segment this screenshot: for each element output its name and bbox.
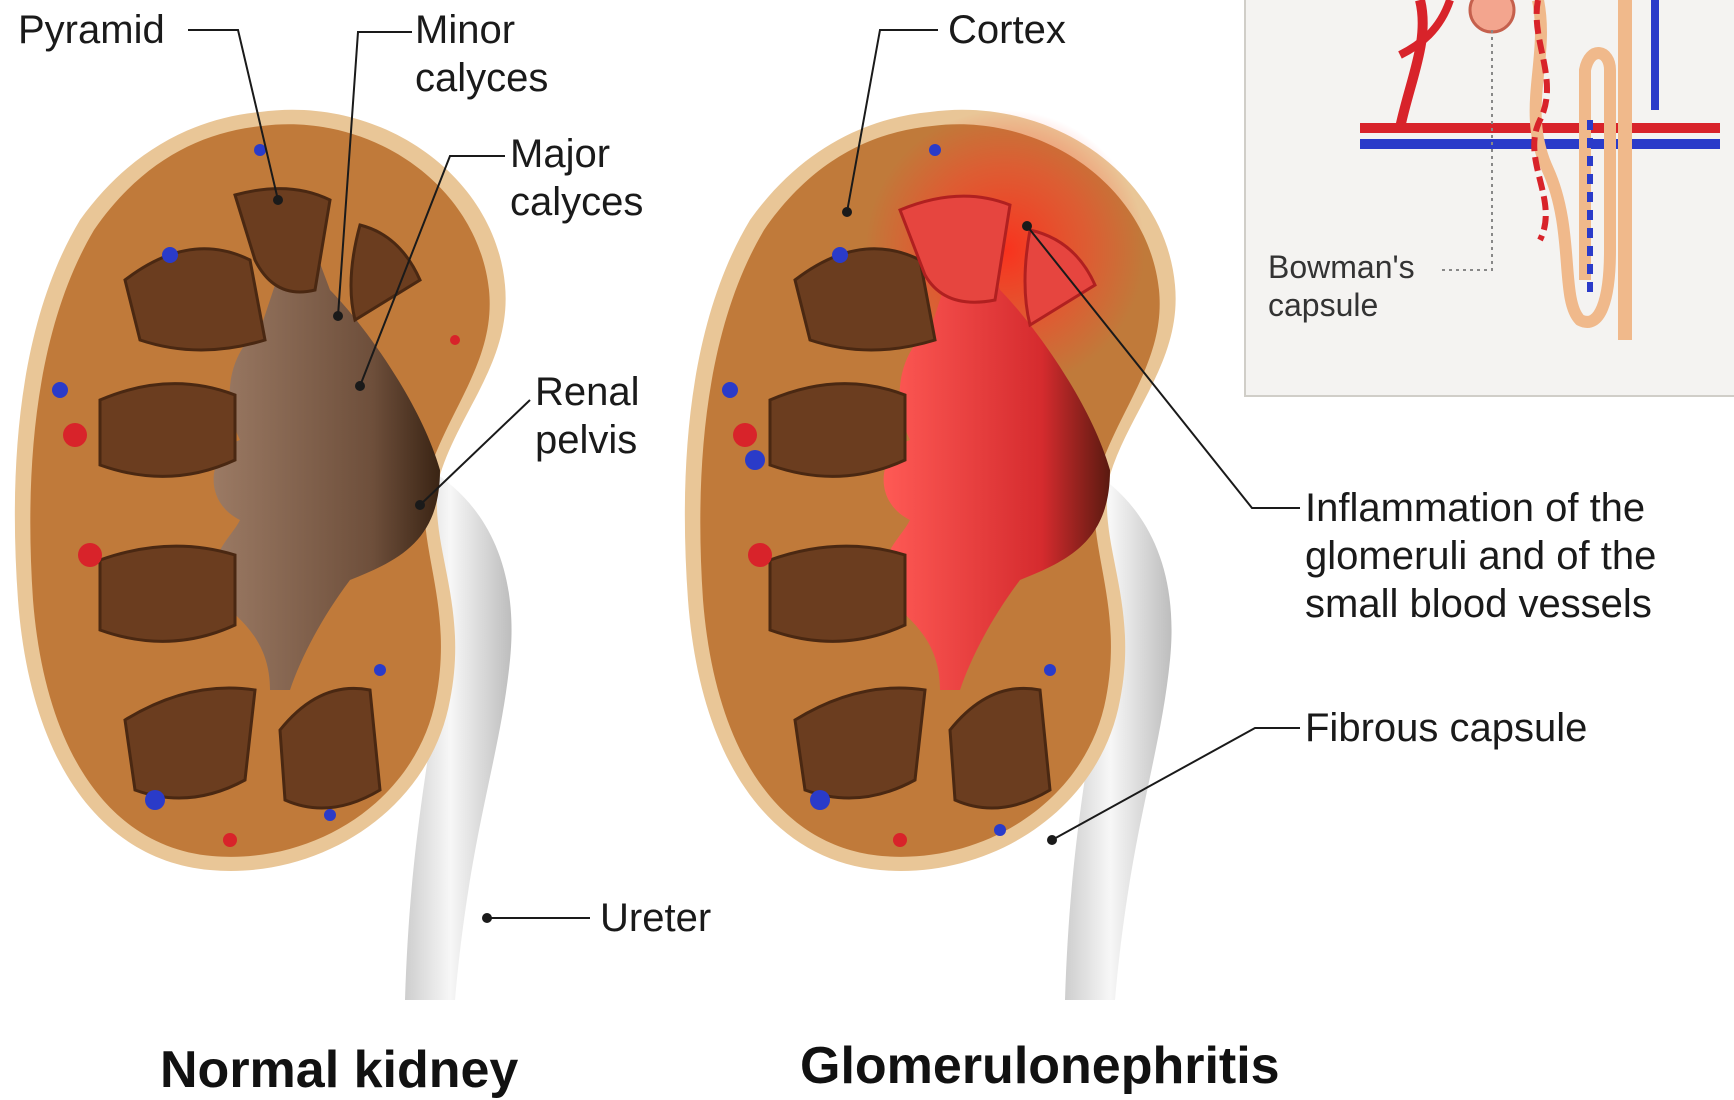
title-glomerulonephritis: Glomerulonephritis: [800, 1036, 1280, 1096]
label-fibrous-capsule: Fibrous capsule: [1305, 704, 1587, 752]
label-minor-calyces-line2: calyces: [415, 54, 548, 102]
label-renal-pelvis-line1: Renal: [535, 368, 640, 416]
label-bowmans-capsule-line2: capsule: [1268, 286, 1378, 324]
label-pyramid: Pyramid: [18, 6, 165, 54]
label-bowmans-capsule-line1: Bowman's: [1268, 248, 1415, 286]
label-minor-calyces-line1: Minor: [415, 6, 515, 54]
label-inflammation-line2: glomeruli and of the: [1305, 532, 1656, 580]
label-major-calyces-line2: calyces: [510, 178, 643, 226]
title-normal-kidney: Normal kidney: [160, 1040, 518, 1100]
glomerulus: [1470, 0, 1514, 32]
label-renal-pelvis-line2: pelvis: [535, 416, 637, 464]
label-inflammation-line1: Inflammation of the: [1305, 484, 1645, 532]
label-inflammation-line3: small blood vessels: [1305, 580, 1652, 628]
normal-kidney: [15, 110, 512, 1000]
label-ureter: Ureter: [600, 894, 711, 942]
label-cortex: Cortex: [948, 6, 1066, 54]
glomerulonephritis-kidney: [685, 110, 1176, 1000]
nephron-inset: [1245, 0, 1734, 396]
label-major-calyces-line1: Major: [510, 130, 610, 178]
